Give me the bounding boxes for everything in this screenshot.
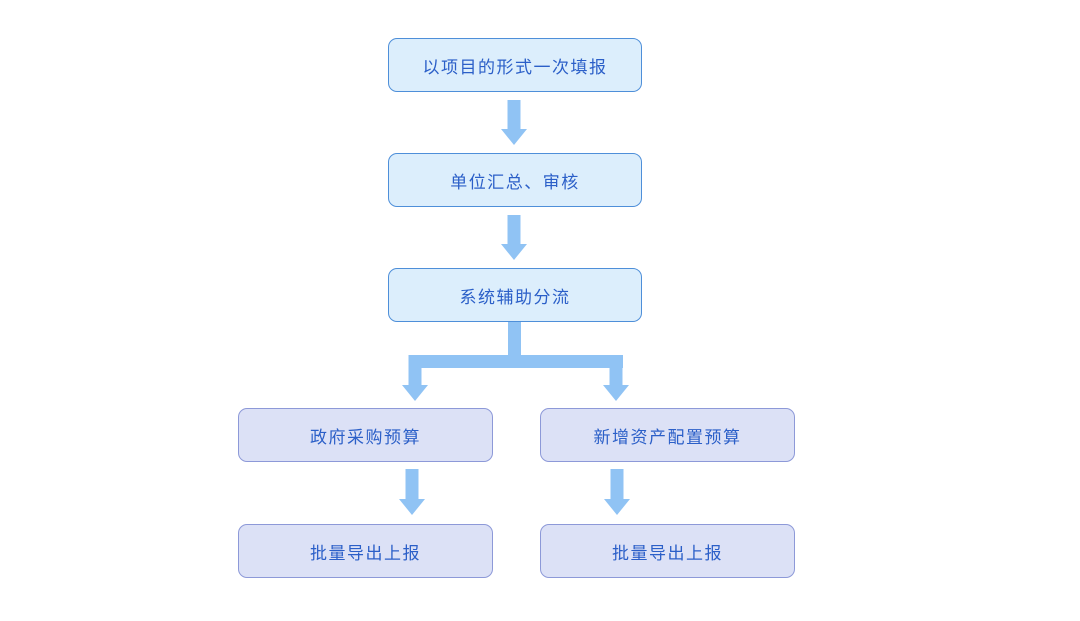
arrow-head [501, 244, 527, 260]
branch-horizontal-bar [409, 355, 623, 368]
arrow-shaft [610, 469, 624, 500]
branch-stub [508, 322, 521, 358]
arrow-head [501, 129, 527, 145]
flow-node-label: 批量导出上报 [612, 543, 723, 563]
flow-node-label: 新增资产配置预算 [593, 427, 742, 447]
flow-node-project-onetime-report: 以项目的形式一次填报 [388, 38, 642, 92]
arrow-down-right-column-icon [604, 469, 630, 515]
arrow-shaft [507, 100, 521, 130]
arrow-shaft [609, 355, 623, 386]
flow-node-system-assisted-split: 系统辅助分流 [388, 268, 642, 322]
branch-arrow-right-icon [603, 355, 629, 401]
flow-node-label: 系统辅助分流 [459, 287, 571, 307]
branch-arrow-left-icon [402, 355, 428, 401]
arrow-head [604, 499, 630, 515]
flow-node-label: 单位汇总、审核 [450, 172, 580, 192]
arrow-head [399, 499, 425, 515]
flow-node-gov-procurement-budget: 政府采购预算 [238, 408, 493, 462]
flow-node-label: 以项目的形式一次填报 [422, 57, 608, 77]
arrow-shaft [408, 355, 422, 386]
arrow-down-left-column-icon [399, 469, 425, 515]
flow-node-unit-summary-review: 单位汇总、审核 [388, 153, 642, 207]
flow-node-new-asset-allocation-budget: 新增资产配置预算 [540, 408, 795, 462]
arrow-down-icon [501, 215, 527, 260]
arrow-shaft [405, 469, 419, 500]
flow-node-label: 政府采购预算 [310, 427, 421, 447]
arrow-shaft [507, 215, 521, 245]
flow-node-label: 批量导出上报 [310, 543, 421, 563]
arrow-head [603, 385, 629, 401]
arrow-head [402, 385, 428, 401]
arrow-down-icon [501, 100, 527, 145]
flow-node-batch-export-right: 批量导出上报 [540, 524, 795, 578]
flow-node-batch-export-left: 批量导出上报 [238, 524, 493, 578]
